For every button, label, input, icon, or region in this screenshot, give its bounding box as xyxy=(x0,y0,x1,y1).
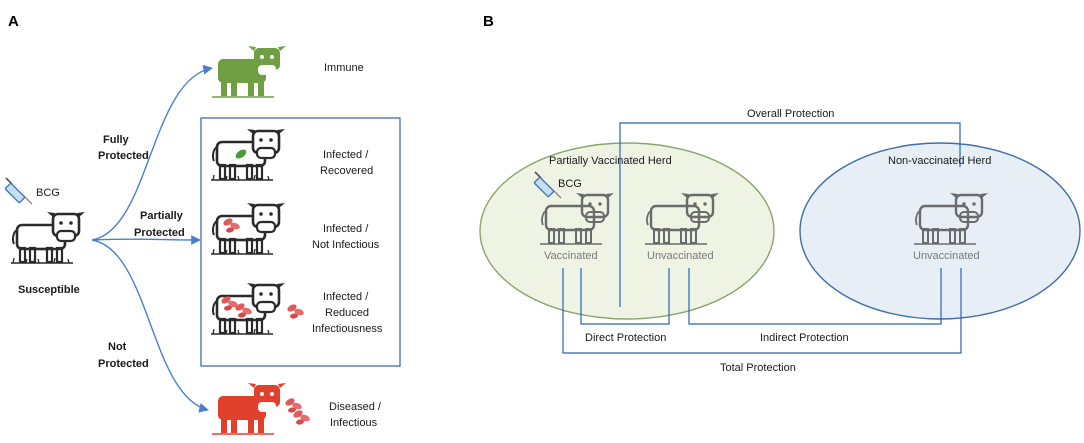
branch-fully-label: Fully Protected xyxy=(98,134,149,162)
unvaccinated-label-2: Unvaccinated xyxy=(913,250,980,262)
nonvacc-herd-title: Non-vaccinated Herd xyxy=(888,155,991,167)
outcome-not-infectious: Infected / Not Infectious xyxy=(312,223,380,251)
indirect-protection-label: Indirect Protection xyxy=(760,332,849,344)
overall-protection-label: Overall Protection xyxy=(747,108,834,120)
outcome-recovered: Infected / Recovered xyxy=(320,149,373,177)
arrow-partially-protected xyxy=(91,235,201,245)
outcome-diseased: Diseased / Infectious xyxy=(329,401,384,429)
susceptible-cow-icon xyxy=(9,210,87,265)
total-protection-line xyxy=(562,268,962,354)
diseased-cow-icon xyxy=(211,382,287,435)
vaccine-label-b: BCG xyxy=(558,178,582,190)
branch-partially-label: Partially Protected xyxy=(134,210,186,239)
partially-protected-box xyxy=(200,117,401,367)
indirect-protection-line xyxy=(688,268,942,325)
direct-protection-label: Direct Protection xyxy=(585,332,666,344)
immune-cow-icon xyxy=(211,45,287,98)
branch-not-label: Not Protected xyxy=(98,341,149,370)
outcome-reduced: Infected / Reduced Infectiousness xyxy=(312,291,383,335)
unvaccinated-label-1: Unvaccinated xyxy=(647,250,714,262)
source-label: Susceptible xyxy=(18,284,80,296)
arrow-fully-protected xyxy=(91,64,213,241)
partially-vaccinated-herd xyxy=(479,142,775,320)
overall-protection-line xyxy=(619,122,961,307)
not-infectious-cow-icon xyxy=(209,201,287,256)
recovered-lesion-icon xyxy=(235,149,247,159)
bacteria-icon xyxy=(222,216,241,234)
bacteria-icon xyxy=(286,302,305,320)
partial-herd-title: Partially Vaccinated Herd xyxy=(549,155,672,167)
panel-a-label: A xyxy=(8,13,19,30)
direct-protection-line xyxy=(580,268,670,325)
arrow-not-protected xyxy=(91,239,209,413)
vaccine-label: BCG xyxy=(36,187,60,199)
vaccinated-label: Vaccinated xyxy=(544,250,598,262)
panel-b-label: B xyxy=(483,13,494,30)
syringe-icon xyxy=(4,177,33,205)
outcome-immune: Immune xyxy=(324,62,364,74)
recovered-cow-icon xyxy=(209,127,287,182)
total-protection-label: Total Protection xyxy=(720,362,796,374)
